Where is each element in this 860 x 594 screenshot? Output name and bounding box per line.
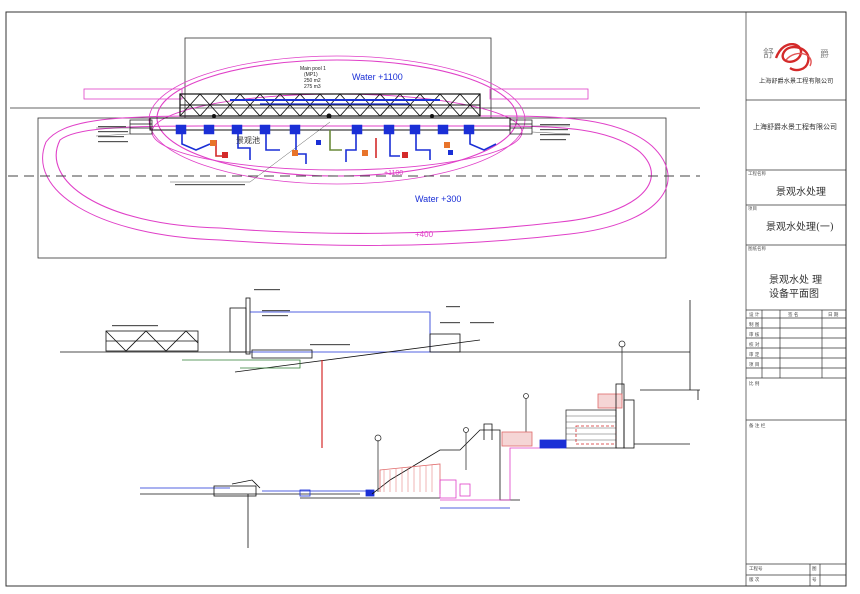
sign-row-design: 设 计 [749, 313, 760, 318]
drawing-name-1: 景观水处 理 [769, 275, 823, 286]
sign-row-draft: 制 图 [749, 323, 760, 328]
main-pool-line-1: Main pool 1 [300, 66, 326, 72]
sign-row-review: 审 核 [749, 333, 760, 338]
col-header-date: 日 期 [828, 313, 839, 318]
drawing-label: 图纸名称 [748, 247, 766, 252]
item-label: 项目 [748, 207, 757, 212]
notes-label: 备 注 栏 [749, 424, 766, 429]
pond-label: 景观池 [236, 135, 260, 145]
contour-400-label: +400 [415, 230, 434, 239]
company-logo [774, 43, 812, 72]
scale-label: 比 例 [749, 382, 760, 387]
bottom-row-2-left: 版 次 [749, 578, 760, 583]
sign-row-approve: 审 定 [749, 353, 760, 358]
logo-char-left: 舒 [763, 47, 774, 60]
water-top-label: Water +1100 [352, 72, 403, 82]
section-view-2 [140, 340, 700, 548]
bottom-row-1-right: 图 [812, 567, 817, 572]
company-name-1: 上海舒爵水景工程有限公司 [759, 78, 834, 85]
drawing-frame [5, 11, 847, 587]
main-pool-line-2: (MP1) [304, 72, 318, 78]
sign-row-check: 校 对 [749, 343, 760, 348]
company-name-2: 上海舒爵水景工程有限公司 [753, 123, 837, 131]
drawing-name-2: 设备平面图 [769, 289, 819, 300]
logo-char-right: 爵 [820, 50, 830, 60]
plan-view [8, 37, 700, 259]
bottom-row-2-right: 号 [812, 578, 817, 583]
water-bottom-label: Water +300 [415, 194, 461, 204]
project-label: 工程名称 [748, 172, 766, 177]
col-header-sign: 签 名 [788, 313, 799, 318]
item-name: 景观水处理(一) [766, 222, 834, 233]
contour-1100-label: +1100 [384, 170, 403, 177]
project-name: 景观水处理 [776, 187, 826, 198]
contour-400 [55, 125, 652, 234]
section-view-1 [60, 289, 691, 448]
sign-row-project: 项 目 [749, 363, 760, 368]
main-pool-line-4: 275 m3 [304, 84, 321, 90]
bottom-row-1-left: 工程号 [749, 567, 763, 572]
main-pool-line-3: 250 m2 [304, 78, 321, 84]
title-block [745, 11, 847, 587]
